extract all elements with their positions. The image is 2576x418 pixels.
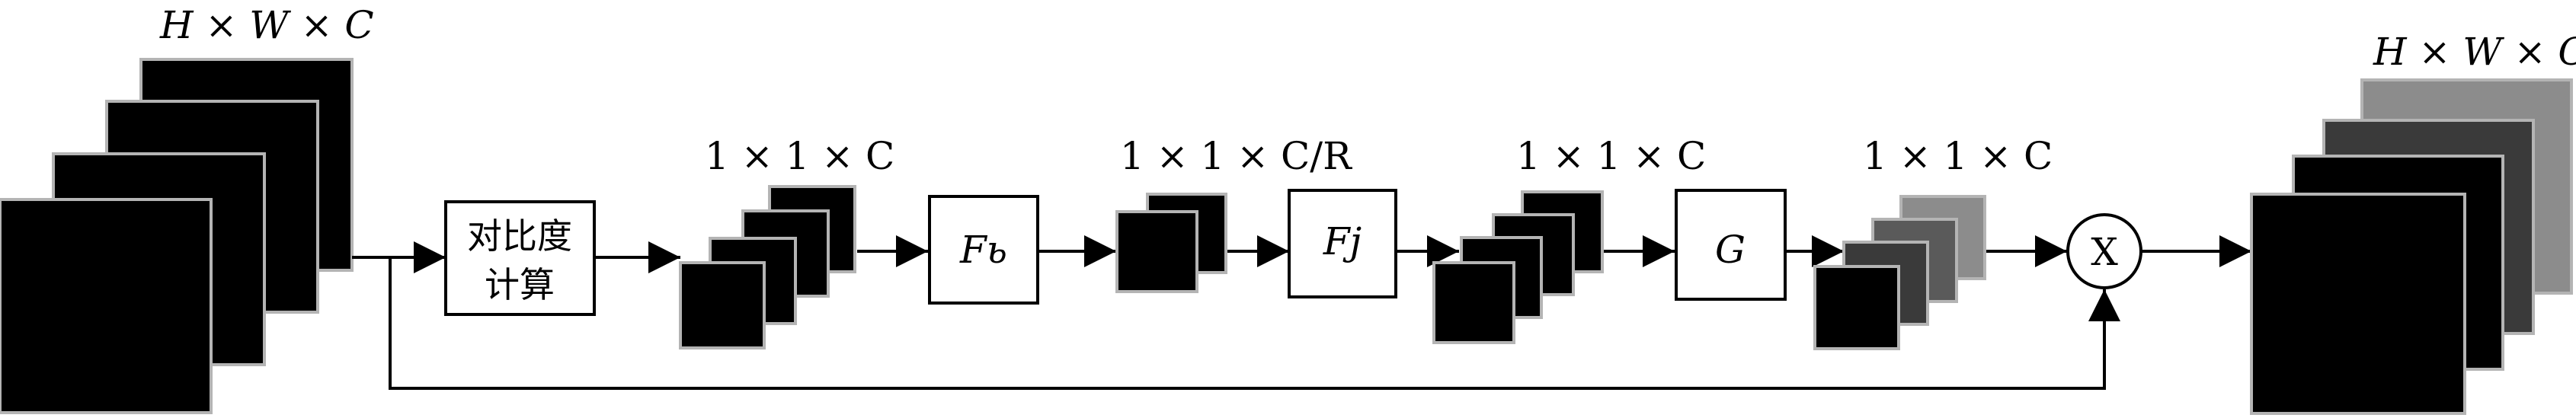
g-block: G: [1675, 189, 1787, 301]
fj-block-box: [1288, 189, 1397, 298]
multiply-circle: [2066, 213, 2142, 289]
expanded-shape-label: 1 × 1 × C: [1516, 134, 1706, 178]
contrast-block-line1: 对比度: [467, 215, 572, 257]
output-map-layer-1: [2250, 193, 2466, 415]
pooled-shape-text: 1 × 1 × C: [705, 134, 894, 178]
multiply-operator: X: [2066, 213, 2142, 289]
fb-block: Fь: [928, 195, 1039, 305]
multiply-symbol: X: [2091, 230, 2118, 274]
reduced-vector-stack: [1115, 193, 1227, 293]
weights-shape-text: 1 × 1 × C: [1863, 134, 2053, 178]
input-feature-stack: [0, 58, 354, 414]
contrast-block-line2: 计算: [485, 264, 555, 305]
expanded-vector-stack: [1432, 190, 1604, 344]
fj-block: Fj: [1288, 189, 1397, 298]
fb-block-label: Fь: [959, 228, 1007, 272]
reduced-shape-text: 1 × 1 × C/R: [1120, 134, 1352, 178]
main-path-arrows: [352, 235, 2251, 273]
pooled-vector-stack: [679, 185, 856, 349]
weights-layer-0: [1813, 265, 1900, 350]
expanded-shape-text: 1 × 1 × C: [1516, 134, 1706, 178]
pooled-layer-0: [679, 261, 766, 349]
input-map-layer-1: [0, 198, 213, 414]
reduced-shape-label: 1 × 1 × C/R: [1120, 134, 1352, 178]
g-block-box: [1675, 189, 1787, 301]
input-shape-label: H × W × C: [159, 3, 374, 47]
output-feature-stack: [2250, 78, 2573, 415]
g-block-label: G: [1715, 228, 1746, 272]
contrast-computation-block: 对比度 计算: [444, 200, 596, 316]
weights-shape-label: 1 × 1 × C: [1863, 134, 2053, 178]
fj-block-label: Fj: [1323, 219, 1362, 263]
expanded-layer-0: [1432, 261, 1515, 344]
pooled-shape-label: 1 × 1 × C: [705, 134, 894, 178]
skip-connection-line: [389, 257, 2120, 390]
reduced-layer-0: [1115, 210, 1198, 293]
channel-weights-stack: [1813, 195, 1986, 350]
contrast-block-box: [444, 200, 596, 316]
fb-block-box: [928, 195, 1039, 305]
output-shape-label: H × W × C: [2373, 30, 2576, 74]
skip-connection: [389, 257, 2120, 390]
